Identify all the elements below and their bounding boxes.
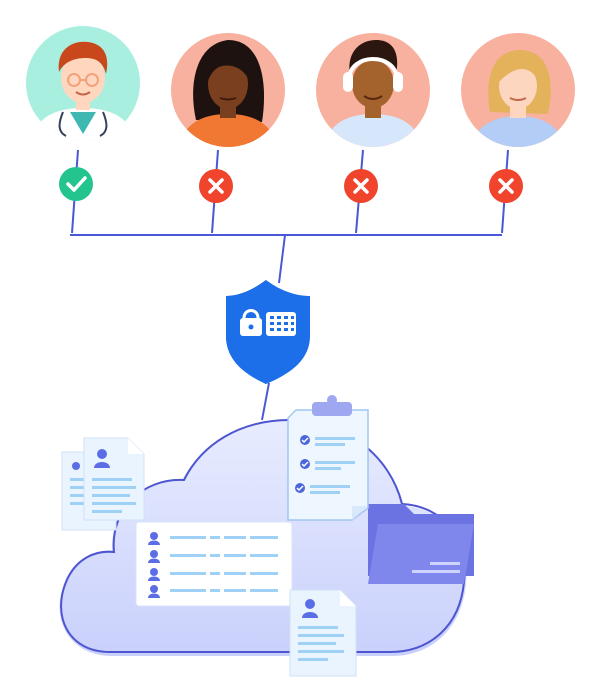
connector-lines [70, 149, 509, 421]
connector-to-shield [278, 234, 286, 284]
face [208, 59, 248, 109]
face [352, 60, 394, 108]
hair-front [205, 52, 251, 90]
shirt [470, 116, 566, 147]
user-avatar-man-headphones [316, 33, 430, 147]
stethoscope-icon [58, 111, 108, 137]
folder-icon [368, 504, 474, 584]
connector-shield-to-cloud [261, 382, 270, 421]
document-icon [289, 589, 357, 677]
access-allowed-badge [59, 167, 93, 201]
document-icon [83, 437, 145, 521]
user-avatar-woman-blonde [461, 33, 575, 147]
doctor-scrubs [70, 112, 96, 134]
shirt [178, 114, 278, 147]
user-avatar-woman-dark-hair [171, 33, 285, 147]
document-icon [135, 521, 293, 607]
lock-icon [240, 309, 262, 336]
user-avatar-doctor [26, 26, 140, 140]
doctor-face [61, 53, 105, 103]
hair-front [498, 54, 540, 82]
shield-keypad-lock-icon [226, 280, 310, 384]
cross-icon [208, 178, 224, 194]
glasses-icon [67, 73, 99, 87]
doctor-hair [58, 41, 108, 74]
access-denied-badge [344, 169, 378, 203]
cross-icon [498, 178, 514, 194]
face [499, 63, 537, 109]
access-denied-badge [489, 169, 523, 203]
clipboard-checklist-icon [287, 395, 369, 521]
checkmark-icon [66, 176, 87, 192]
cross-icon [353, 178, 369, 194]
shirt [323, 114, 423, 147]
access-denied-badge [199, 169, 233, 203]
headphones-icon [347, 57, 399, 81]
